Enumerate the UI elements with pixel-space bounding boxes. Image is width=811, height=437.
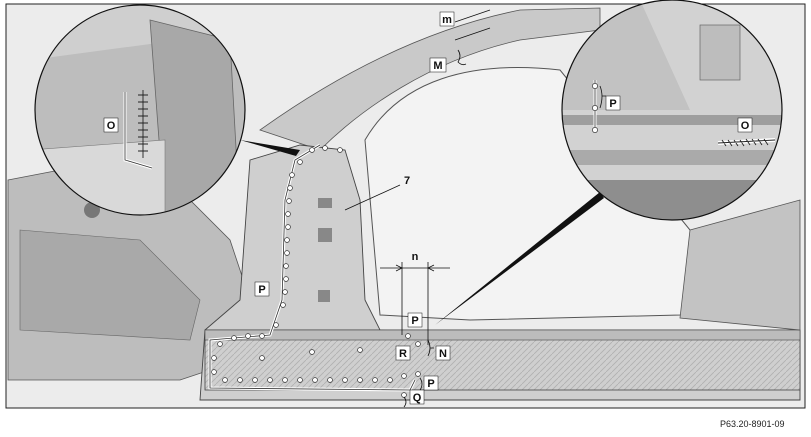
rear-body: [679, 199, 801, 331]
label-P-pillar: P: [254, 281, 270, 297]
svg-text:N: N: [439, 348, 447, 360]
panel-hole: [318, 290, 330, 302]
svg-text:M: M: [433, 60, 442, 72]
label-N: N: [435, 345, 451, 361]
label-O-left: O: [103, 117, 119, 133]
reference-code: P63.20-8901-09: [720, 419, 785, 429]
svg-text:P: P: [411, 315, 418, 327]
zoom-leader-left: [240, 140, 300, 156]
zoom-left-content: [35, 5, 245, 215]
svg-text:O: O: [107, 120, 116, 132]
label-m: m: [439, 11, 455, 27]
svg-text:7: 7: [404, 175, 410, 187]
brace-markers: [403, 85, 606, 408]
zoom-left-border: [34, 4, 246, 216]
label-n: n: [412, 251, 419, 263]
rocker-sill-top: [204, 329, 801, 341]
dimension-n: [380, 262, 450, 345]
label-M: M: [429, 57, 447, 73]
label-O-right: O: [737, 117, 753, 133]
label-Q: Q: [409, 389, 425, 405]
label-P-sill-lower: P: [423, 375, 439, 391]
svg-text:m: m: [442, 14, 452, 26]
zoom-leader-right: [435, 192, 604, 325]
front-structure-hole: [84, 202, 100, 218]
label-R: R: [395, 345, 411, 361]
svg-text:P: P: [609, 98, 616, 110]
svg-text:O: O: [741, 120, 750, 132]
roof-rail: [259, 7, 601, 151]
label-P-sill-upper: P: [407, 312, 423, 328]
svg-text:n: n: [412, 251, 419, 263]
svg-text:P: P: [427, 378, 434, 390]
panel-hole: [318, 228, 332, 242]
top-seam-symbol: [454, 9, 491, 66]
zoom-right-border: [561, 0, 783, 221]
svg-text:R: R: [399, 348, 407, 360]
svg-text:Q: Q: [413, 392, 422, 404]
svg-text:P: P: [258, 284, 265, 296]
front-structure-detail: [19, 229, 201, 341]
label-P-zoom: P: [605, 95, 621, 111]
spot-welds: [211, 145, 421, 398]
panel-hole: [318, 198, 332, 208]
leader-7: [344, 184, 401, 211]
label-7: 7: [404, 175, 410, 187]
